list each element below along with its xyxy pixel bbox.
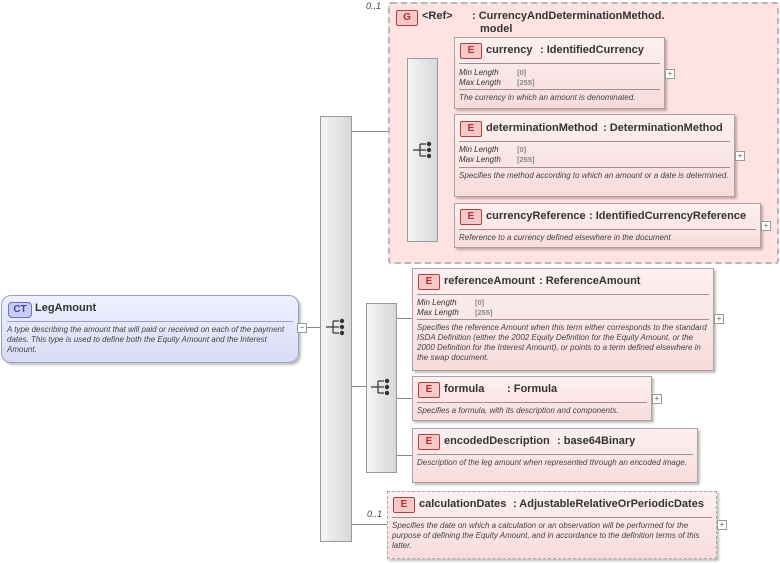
- group-type-line1: : CurrencyAndDeterminationMethod.: [472, 10, 665, 22]
- element-type: : AdjustableRelativeOrPeriodicDates: [513, 498, 704, 510]
- connector-line: [395, 455, 412, 456]
- element-description: Specifies the reference Amount when this…: [417, 323, 707, 362]
- min-length-value: [0]: [517, 145, 527, 154]
- expand-icon[interactable]: +: [761, 221, 771, 231]
- element-description: Description of the leg amount when repre…: [417, 458, 687, 467]
- divider: [7, 321, 293, 322]
- expand-icon[interactable]: +: [714, 314, 724, 324]
- element-name: referenceAmount: [444, 275, 536, 287]
- element-type: : base64Binary: [557, 435, 636, 447]
- divider: [417, 454, 693, 455]
- element-type: : IdentifiedCurrencyReference: [589, 210, 747, 222]
- connector-line: [298, 327, 320, 328]
- min-length-label: Min Length: [459, 68, 499, 77]
- max-length-value: [255]: [517, 155, 535, 164]
- group-occurrence: 0..1: [366, 1, 382, 11]
- max-length-value: [255]: [517, 78, 535, 87]
- element-type: : IdentifiedCurrency: [540, 44, 644, 56]
- element-name: calculationDates: [419, 498, 507, 510]
- element-occurrence: 0..1: [367, 509, 383, 519]
- max-length-value: [255]: [475, 308, 493, 317]
- connector-line: [395, 318, 412, 319]
- divider: [417, 294, 709, 295]
- min-length-value: [0]: [475, 298, 485, 307]
- element-name: encodedDescription: [444, 435, 550, 447]
- divider: [459, 63, 660, 64]
- element-badge: E: [393, 497, 415, 513]
- min-length-value: [0]: [517, 68, 527, 77]
- element-description: The currency in which an amount is denom…: [459, 93, 636, 102]
- element-type: : Formula: [507, 383, 558, 395]
- element-currency[interactable]: E currency : IdentifiedCurrency Min Leng…: [454, 37, 665, 109]
- element-badge: E: [418, 274, 440, 290]
- element-type: : DeterminationMethod: [603, 122, 723, 134]
- element-type: : ReferenceAmount: [539, 275, 641, 287]
- element-description: Specifies the date on which a calculatio…: [392, 521, 700, 550]
- sequence-compositor-amount[interactable]: [366, 303, 397, 473]
- connector-line: [395, 398, 412, 399]
- element-badge: E: [418, 382, 440, 398]
- element-badge: E: [460, 43, 482, 59]
- divider: [459, 229, 756, 230]
- min-length-label: Min Length: [417, 298, 457, 307]
- element-reference-amount[interactable]: E referenceAmount : ReferenceAmount Min …: [412, 268, 714, 371]
- element-name: currencyReference: [486, 210, 586, 222]
- sequence-icon: [371, 378, 390, 396]
- sequence-icon: [413, 141, 432, 159]
- max-length-label: Max Length: [459, 155, 501, 164]
- element-formula[interactable]: E formula : Formula Specifies a formula,…: [412, 376, 652, 421]
- divider: [392, 517, 712, 518]
- expand-icon[interactable]: +: [735, 151, 745, 161]
- max-length-label: Max Length: [417, 308, 459, 317]
- max-length-label: Max Length: [459, 78, 501, 87]
- connector-line: [351, 386, 366, 387]
- divider: [459, 89, 660, 90]
- element-badge: E: [460, 209, 482, 225]
- element-name: formula: [444, 383, 485, 395]
- element-determination-method[interactable]: E determinationMethod : DeterminationMet…: [454, 114, 735, 197]
- element-badge: E: [418, 434, 440, 450]
- sequence-icon: [326, 318, 345, 336]
- element-currency-reference[interactable]: E currencyReference : IdentifiedCurrency…: [454, 203, 761, 248]
- collapse-icon[interactable]: −: [297, 323, 307, 333]
- complex-type-description: A type describing the amount that will p…: [7, 325, 285, 354]
- element-name: currency: [486, 44, 533, 56]
- connector-line: [351, 524, 387, 525]
- divider: [459, 141, 730, 142]
- divider: [459, 167, 730, 168]
- sequence-compositor-main[interactable]: [320, 116, 352, 542]
- group-ref-label: <Ref>: [422, 10, 453, 22]
- expand-icon[interactable]: +: [717, 520, 727, 530]
- complex-type-badge: CT: [8, 302, 32, 318]
- element-badge: E: [460, 121, 482, 137]
- group-badge: G: [396, 10, 418, 26]
- element-description: Reference to a currency defined elsewher…: [459, 233, 671, 242]
- connector-line: [351, 131, 389, 132]
- element-encoded-description[interactable]: E encodedDescription : base64Binary Desc…: [412, 428, 698, 483]
- divider: [417, 402, 647, 403]
- element-description: Specifies a formula, with its descriptio…: [417, 406, 619, 415]
- expand-icon[interactable]: +: [652, 394, 662, 404]
- element-calculation-dates[interactable]: E calculationDates : AdjustableRelativeO…: [387, 491, 717, 559]
- complex-type-legamount[interactable]: CT LegAmount A type describing the amoun…: [1, 295, 299, 363]
- min-length-label: Min Length: [459, 145, 499, 154]
- complex-type-name: LegAmount: [35, 302, 97, 314]
- element-name: determinationMethod: [486, 122, 598, 134]
- expand-icon[interactable]: +: [665, 69, 675, 79]
- element-description: Specifies the method according to which …: [459, 171, 729, 180]
- group-type-line2: model: [480, 23, 513, 35]
- divider: [417, 319, 709, 320]
